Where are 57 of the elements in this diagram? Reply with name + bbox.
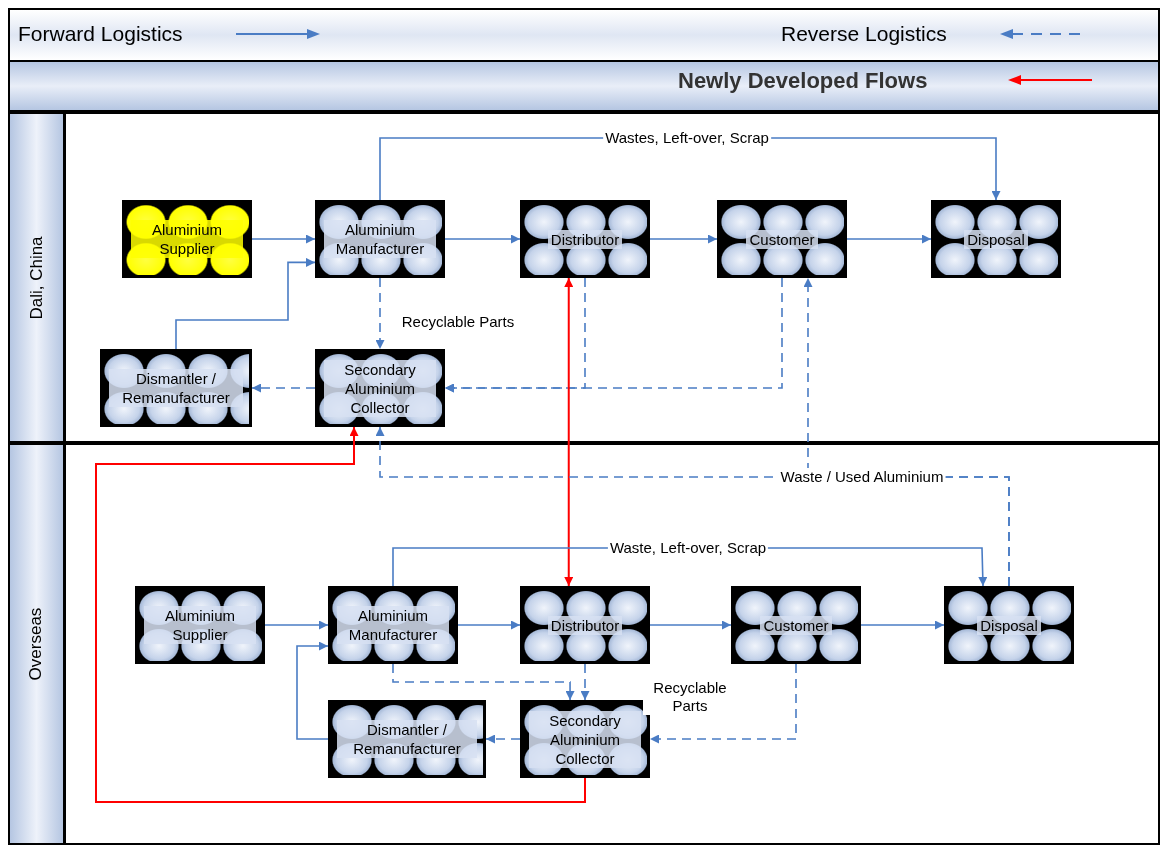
connector-arrow (580, 663, 590, 701)
node-label: Aluminium Supplier (144, 606, 256, 644)
connector-arrow (444, 277, 783, 393)
connector-arrow (444, 234, 521, 244)
process-box (100, 349, 252, 427)
connector-arrow (649, 620, 732, 630)
process-box (135, 586, 265, 664)
legend-label: Newly Developed Flows (678, 69, 928, 93)
connector-arrow (649, 663, 797, 744)
connector-arrow (251, 234, 316, 244)
edge-label: Waste, Left-over, Scrap (607, 539, 769, 557)
connector-arrow (296, 641, 329, 740)
process-box (122, 200, 252, 278)
connector-arrow (375, 277, 385, 350)
node-label: Aluminium Manufacturer (324, 220, 436, 258)
node-label: Distributor (547, 615, 623, 635)
connector-arrow (392, 663, 575, 701)
connector-arrow (860, 620, 945, 630)
connector-arrow (95, 426, 586, 803)
legend-label: Reverse Logistics (781, 22, 947, 46)
process-box (520, 700, 650, 778)
lane-label: Dali, China (26, 235, 47, 320)
connector-arrow (846, 234, 932, 244)
node-label: Customer (746, 229, 818, 249)
node-label: Aluminium Manufacturer (337, 606, 449, 644)
node-label: Dismantler / Remanufacturer (109, 369, 243, 407)
connector-arrow (649, 234, 718, 244)
edge-label: Wastes, Left-over, Scrap (603, 129, 771, 147)
node-label: Customer (760, 615, 832, 635)
node-label: Aluminium Supplier (131, 220, 243, 258)
node-label: Secondary Aluminium Collector (529, 710, 641, 768)
connector-arrow (264, 620, 329, 630)
connector-arrow (251, 383, 316, 393)
lane-label: Overseas (26, 607, 47, 681)
connector-arrow (564, 277, 574, 587)
process-box (328, 586, 458, 664)
process-box (717, 200, 847, 278)
edge-label: Recyclable Parts (399, 313, 517, 331)
process-box (731, 586, 861, 664)
node-label: Dismantler / Remanufacturer (337, 720, 477, 758)
process-box (944, 586, 1074, 664)
connector-arrow (175, 257, 316, 350)
process-box (315, 200, 445, 278)
connector-arrow (485, 734, 521, 744)
swimlane-band (8, 443, 1160, 845)
node-label: Disposal (964, 229, 1028, 249)
process-box (520, 586, 650, 664)
process-box (520, 200, 650, 278)
process-box (315, 349, 445, 427)
node-label: Distributor (547, 229, 623, 249)
process-box (328, 700, 486, 778)
node-label: Secondary Aluminium Collector (324, 359, 436, 417)
node-label: Disposal (977, 615, 1041, 635)
swimlane-band (8, 112, 1160, 443)
connector-arrow (457, 620, 521, 630)
process-box (931, 200, 1061, 278)
legend-label: Forward Logistics (18, 22, 183, 46)
